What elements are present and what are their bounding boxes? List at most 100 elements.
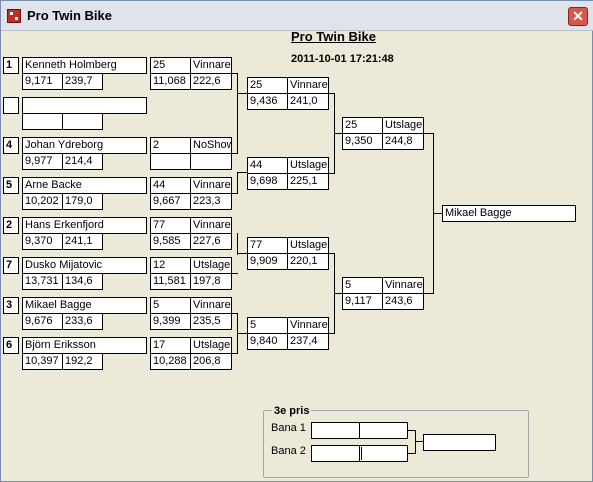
heat-speed[interactable]: 206,8 [190,353,232,370]
heat-result[interactable]: Vinnare [287,317,329,334]
rider-name[interactable]: Arne Backe [22,177,147,194]
heat-result[interactable]: Utslagen [287,237,329,254]
rider-name[interactable]: Björn Eriksson [22,337,147,354]
heat-result[interactable]: Vinnare [190,177,232,194]
lane1-label: Bana 1 [271,422,306,434]
heat-result[interactable]: Vinnare [190,57,232,74]
heat-time[interactable]: 9,840 [247,333,288,350]
heat-number[interactable]: 44 [247,157,288,174]
third-place-group [263,410,529,478]
rider-name[interactable]: Johan Ydreborg [22,137,147,154]
heat-speed[interactable]: 225,1 [287,173,329,190]
lane2-label: Bana 2 [271,445,306,457]
heat-result[interactable]: Utslagen [190,257,232,274]
bracket-line [433,213,442,214]
rider-time[interactable]: 10,202 [22,193,63,210]
heat-number[interactable]: 25 [342,117,383,134]
rider-speed[interactable]: 134,6 [62,273,103,290]
rider-speed[interactable] [62,113,103,130]
heat-time[interactable]: 9,585 [150,233,191,250]
heat-number[interactable]: 44 [150,177,191,194]
bracket-line [232,193,238,194]
lane1-rider[interactable] [311,422,360,439]
third-place-winner[interactable] [423,434,496,451]
rider-time[interactable]: 9,977 [22,153,63,170]
bracket-line [415,441,423,442]
heat-number[interactable]: 2 [150,137,191,154]
heat-time[interactable]: 9,399 [150,313,191,330]
heat-speed[interactable]: 227,6 [190,233,232,250]
heat-number[interactable]: 5 [247,317,288,334]
heat-result[interactable]: Vinnare [382,277,424,294]
rider-time[interactable]: 13,731 [22,273,63,290]
heat-speed[interactable]: 222,6 [190,73,232,90]
heat-number[interactable]: 12 [150,257,191,274]
heat-speed[interactable]: 244,8 [382,133,424,150]
rider-time[interactable]: 9,676 [22,313,63,330]
rider-speed[interactable]: 239,7 [62,73,103,90]
heat-speed[interactable]: 241,0 [287,93,329,110]
heat-speed[interactable]: 220,1 [287,253,329,270]
heat-number[interactable]: 5 [150,297,191,314]
lane2-rider[interactable] [311,445,360,462]
heat-number[interactable]: 5 [342,277,383,294]
heat-time[interactable]: 11,068 [150,73,191,90]
title-bar[interactable]: Pro Twin Bike ✕ [1,1,593,31]
rider-speed[interactable]: 214,4 [62,153,103,170]
text-cursor [361,447,362,460]
heat-speed[interactable]: 237,4 [287,333,329,350]
rider-speed[interactable]: 192,2 [62,353,103,370]
seed-badge: 7 [3,257,19,274]
rider-time[interactable]: 9,171 [22,73,63,90]
rider-time[interactable]: 9,370 [22,233,63,250]
heat-time[interactable]: 9,436 [247,93,288,110]
heat-time[interactable] [150,153,191,170]
heat-speed[interactable]: 223,3 [190,193,232,210]
timestamp: 2011-10-01 17:21:48 [291,53,394,65]
rider-name[interactable] [22,97,147,114]
heat-time[interactable]: 10,288 [150,353,191,370]
heat-number[interactable]: 77 [150,217,191,234]
rider-time[interactable] [22,113,63,130]
rider-name[interactable]: Dusko Mijatovic [22,257,147,274]
heat-speed[interactable]: 235,5 [190,313,232,330]
heat-result[interactable]: Vinnare [287,77,329,94]
close-button[interactable]: ✕ [568,7,588,26]
lane1-result[interactable] [359,422,408,439]
heat-result[interactable]: Utslagen [382,117,424,134]
heat-result[interactable]: Utslagen [287,157,329,174]
rider-speed[interactable]: 241,1 [62,233,103,250]
heat-number[interactable]: 77 [247,237,288,254]
rider-name[interactable]: Kenneth Holmberg [22,57,147,74]
rider-name[interactable]: Hans Erkenfjord [22,217,147,234]
heat-result[interactable]: Vinnare [190,297,232,314]
heat-speed[interactable]: 197,8 [190,273,232,290]
rider-name[interactable]: Mikael Bagge [22,297,147,314]
bracket-line [237,172,238,194]
bracket-line [232,273,238,274]
heat-speed[interactable] [190,153,232,170]
rider-time[interactable]: 10,397 [22,353,63,370]
bracket-line [415,430,416,454]
heat-number[interactable]: 25 [247,77,288,94]
heat-time[interactable]: 9,667 [150,193,191,210]
heat-time[interactable]: 9,698 [247,173,288,190]
bracket-line [232,153,238,154]
rider-speed[interactable]: 179,0 [62,193,103,210]
heat-result[interactable]: Vinnare [190,217,232,234]
bracket-line [329,93,335,94]
heat-result[interactable]: NoShow [190,137,232,154]
lane2-result[interactable] [359,445,408,462]
rider-speed[interactable]: 233,6 [62,313,103,330]
seed-badge: 5 [3,177,19,194]
heat-time[interactable]: 9,909 [247,253,288,270]
heat-time[interactable]: 11,581 [150,273,191,290]
heat-speed[interactable]: 243,6 [382,293,424,310]
winner-field[interactable]: Mikael Bagge [442,205,576,222]
heat-time[interactable]: 9,117 [342,293,383,310]
heat-time[interactable]: 9,350 [342,133,383,150]
heat-number[interactable]: 25 [150,57,191,74]
heat-result[interactable]: Utslagen [190,337,232,354]
heat-number[interactable]: 17 [150,337,191,354]
seed-badge: 4 [3,137,19,154]
